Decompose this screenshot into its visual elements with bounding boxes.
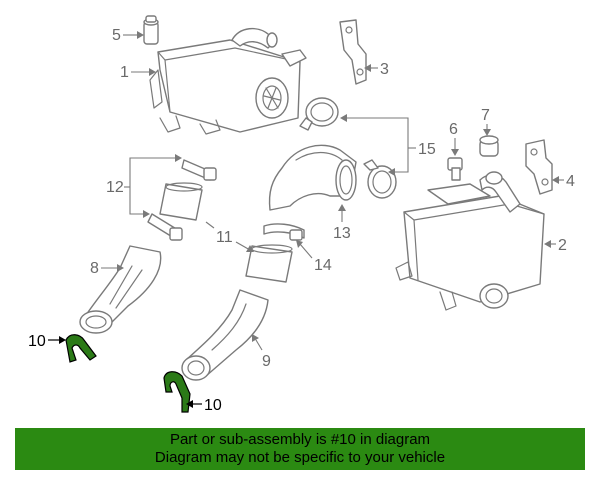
svg-text:10: 10 (28, 333, 46, 350)
part-info-banner: Part or sub-assembly is #10 in diagram D… (15, 428, 585, 470)
callout-3: 3 (364, 61, 389, 78)
part-11-sleeve-upper (159, 182, 203, 221)
part-15-ring-clamp (299, 97, 339, 131)
svg-text:12: 12 (106, 179, 124, 196)
part-13-intake-elbow (268, 144, 357, 211)
part-15-clamp-2 (363, 159, 397, 199)
callout-5: 5 (112, 27, 144, 44)
svg-text:6: 6 (449, 121, 458, 138)
callout-1: 1 (120, 64, 156, 81)
part-6-bolt (447, 157, 463, 181)
part-12-clamp-lower (147, 213, 183, 241)
part-10-clip-left (65, 334, 97, 363)
part-5-plug (143, 15, 159, 45)
svg-text:14: 14 (314, 257, 332, 274)
svg-text:7: 7 (481, 107, 490, 124)
callout-11: 11 (205, 221, 254, 252)
svg-text:15: 15 (418, 141, 436, 158)
callout-7: 7 (481, 107, 491, 136)
svg-text:11: 11 (216, 229, 233, 246)
svg-text:2: 2 (558, 237, 567, 254)
callout-13: 13 (333, 204, 351, 242)
banner-line-disclaimer: Diagram may not be specific to your vehi… (154, 449, 446, 466)
svg-text:3: 3 (380, 61, 389, 78)
part-3-bracket (339, 19, 367, 85)
part-9-duct-right (181, 289, 269, 381)
svg-text:5: 5 (112, 27, 121, 44)
banner-line-part-number: Part or sub-assembly is #10 in diagram (169, 431, 431, 448)
svg-text:13: 13 (333, 225, 351, 242)
callout-12: 12 (106, 154, 182, 218)
callout-8: 8 (90, 260, 124, 277)
callout-15: 15 (340, 114, 436, 176)
callout-14: 14 (296, 240, 332, 274)
callout-10-lower: 10 (186, 397, 222, 414)
callout-4: 4 (552, 173, 575, 190)
svg-text:10: 10 (204, 397, 222, 414)
svg-text:8: 8 (90, 260, 99, 277)
part-7-grommet (479, 135, 499, 157)
part-10-clip-lower (163, 371, 191, 413)
callout-9: 9 (252, 334, 271, 370)
svg-text:4: 4 (566, 173, 575, 190)
part-14-hose-clamp (263, 223, 305, 241)
part-4-bracket (525, 139, 553, 195)
part-2-intercooler-right (395, 171, 545, 311)
part-8-duct-left (79, 245, 162, 334)
callout-2: 2 (544, 237, 567, 254)
parts-diagram: 1 5 3 15 (28, 15, 575, 414)
svg-text:1: 1 (120, 64, 129, 81)
callout-6: 6 (449, 121, 459, 156)
part-12-clamp-upper (181, 159, 217, 181)
callout-10-left: 10 (28, 333, 66, 350)
part-1-intercooler-left (149, 27, 307, 135)
svg-text:9: 9 (262, 353, 271, 370)
